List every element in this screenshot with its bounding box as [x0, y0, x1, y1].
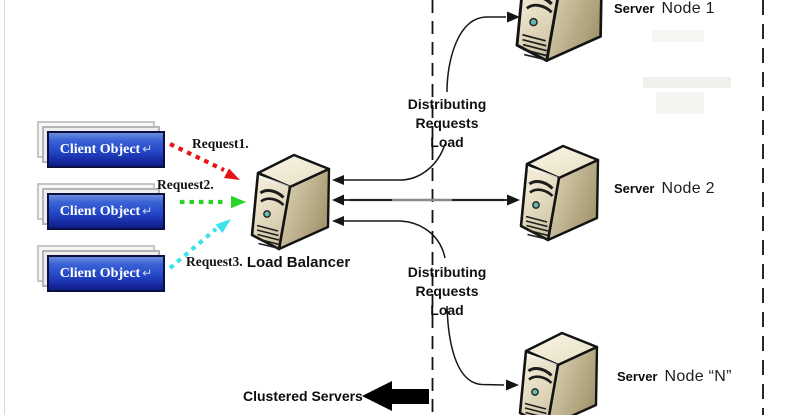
server1-tower-icon: [515, 0, 604, 63]
scan-artifact: [656, 92, 704, 114]
client-object-card: Client Object↵: [47, 193, 165, 230]
client-object-3: Client Object↵: [37, 245, 167, 294]
server-name: Node “N”: [664, 368, 732, 385]
arrowhead-into-serverN: [506, 379, 519, 391]
distribution-note-top: Distributing Requests Load: [376, 95, 518, 152]
server2-label: Server Node 2: [614, 180, 715, 198]
load-balancer-tower-icon: [250, 153, 331, 251]
arrowhead-into-lb-bottom: [332, 216, 344, 226]
client-object-card: Client Object↵: [47, 131, 165, 168]
left-block-arrow-icon: [362, 381, 429, 411]
server-name: Node 1: [661, 0, 715, 17]
request3-arrowhead: [215, 219, 231, 233]
connector-lb-serverN: [344, 220, 505, 386]
distribution-note-line1: Distributing Requests: [407, 96, 487, 131]
arrowhead-into-server2: [507, 194, 520, 206]
connector-lb-server1: [344, 16, 506, 181]
scan-artifact: [643, 77, 731, 88]
server-prefix: Server: [614, 181, 655, 196]
client-object-label: Client Object: [59, 203, 141, 219]
distribution-note-line2: Load: [430, 134, 464, 150]
return-symbol: ↵: [142, 266, 153, 280]
arrowhead-into-lb-middle: [332, 194, 344, 206]
client-object-card: Client Object↵: [47, 255, 165, 292]
request3-dashed-arrow: [168, 227, 218, 270]
scan-artifact: [652, 30, 704, 42]
server-name: Node 2: [661, 180, 715, 197]
request2-label: Request2.: [157, 177, 214, 192]
return-symbol: ↵: [142, 204, 153, 218]
request3-label: Request3.: [186, 254, 243, 269]
load-balancer-label: Load Balancer: [246, 254, 351, 271]
serverN-tower-icon: [518, 331, 599, 415]
clustered-servers-label: Clustered Servers: [243, 388, 363, 404]
server-prefix: Server: [617, 369, 658, 384]
request1-dashed-arrow: [169, 142, 225, 172]
client-object-2: Client Object↵: [37, 183, 167, 232]
server1-label: Server Node 1: [614, 0, 715, 18]
distribution-note-line1: Distributing Requests: [407, 264, 487, 299]
client-object-label: Client Object: [59, 265, 141, 281]
client-object-label: Client Object: [59, 141, 141, 157]
distribution-note-line2: Load: [430, 302, 464, 318]
page-edge-line: [4, 0, 5, 415]
server2-tower-icon: [519, 144, 600, 242]
distribution-note-bottom: Distributing Requests Load: [376, 263, 518, 320]
request1-label: Request1.: [192, 136, 249, 151]
arrowhead-into-lb-top: [332, 175, 344, 185]
return-symbol: ↵: [142, 142, 153, 156]
request1-arrowhead: [224, 168, 240, 180]
request2-arrowhead: [231, 195, 246, 209]
client-object-1: Client Object↵: [37, 121, 167, 170]
server-prefix: Server: [614, 1, 655, 16]
serverN-label: Server Node “N”: [617, 368, 732, 386]
arrowhead-into-server1: [507, 11, 520, 23]
